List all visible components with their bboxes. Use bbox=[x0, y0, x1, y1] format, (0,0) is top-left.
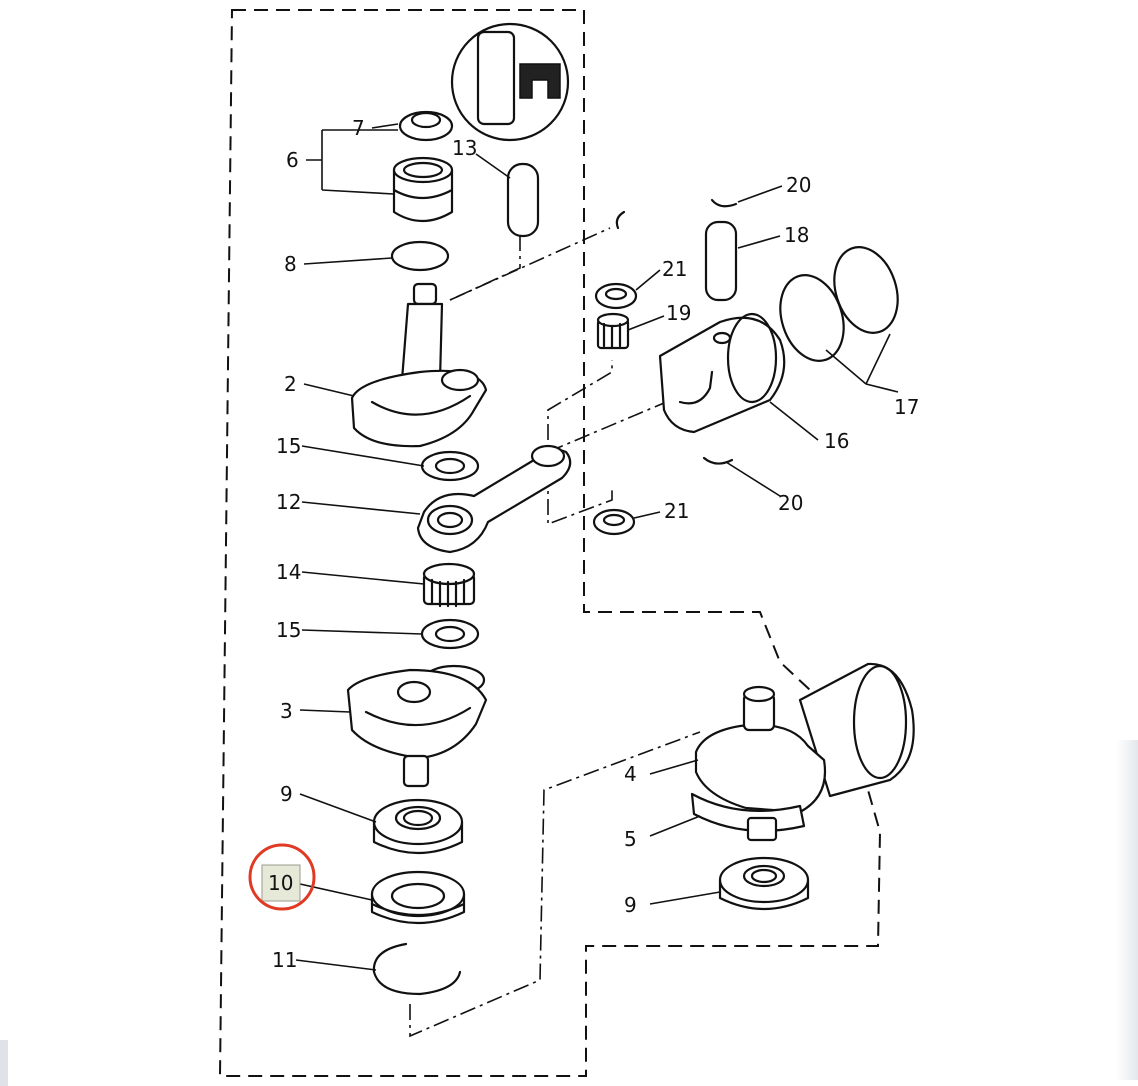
label-15-upper: 15 bbox=[276, 434, 301, 458]
centerline-pin bbox=[449, 235, 521, 301]
part-8-oring bbox=[390, 240, 450, 272]
part-15-washer-upper bbox=[420, 450, 480, 482]
part-3-crank-lower bbox=[346, 664, 488, 788]
label-20-bottom: 20 bbox=[778, 491, 803, 515]
label-3: 3 bbox=[280, 699, 293, 723]
label-8: 8 bbox=[284, 252, 297, 276]
leader-lines bbox=[295, 123, 899, 971]
label-18: 18 bbox=[784, 223, 809, 247]
part-20-circlip-bottom bbox=[702, 456, 734, 465]
label-10: 10 bbox=[268, 871, 293, 895]
part-15-washer-lower bbox=[420, 618, 480, 650]
label-21-bottom: 21 bbox=[664, 499, 689, 523]
label-7: 7 bbox=[352, 116, 365, 140]
part-16-piston bbox=[658, 312, 786, 434]
assembled-crank-4-5 bbox=[690, 662, 915, 842]
label-9-left: 9 bbox=[280, 782, 293, 806]
label-12: 12 bbox=[276, 490, 301, 514]
part-9-bearing-right bbox=[718, 856, 810, 911]
highlighted-part-10[interactable]: 10 bbox=[248, 843, 316, 911]
part-7-seal bbox=[398, 110, 454, 142]
part-11-circlip bbox=[372, 942, 462, 996]
part-12-conrod bbox=[416, 444, 572, 554]
part-labels: 7 6 13 8 2 15 12 14 15 3 9 11 21 19 21 2… bbox=[272, 116, 919, 972]
label-15-lower: 15 bbox=[276, 618, 301, 642]
part-21-washer-top bbox=[594, 282, 638, 310]
label-19: 19 bbox=[666, 301, 691, 325]
highlight-circle bbox=[248, 843, 316, 911]
left-edge-shadow bbox=[0, 1040, 8, 1086]
label-4: 4 bbox=[624, 762, 637, 786]
label-20-top: 20 bbox=[786, 173, 811, 197]
label-14: 14 bbox=[276, 560, 301, 584]
small-clip bbox=[615, 210, 626, 230]
right-edge-shadow bbox=[1116, 740, 1138, 1080]
part-9-bearing-left bbox=[372, 798, 464, 855]
assembly-boundary bbox=[218, 9, 882, 1077]
part-14-needle-bearing bbox=[422, 562, 476, 608]
label-16: 16 bbox=[824, 429, 849, 453]
label-13: 13 bbox=[452, 136, 477, 160]
part-18-piston-pin bbox=[704, 220, 738, 302]
label-2: 2 bbox=[284, 372, 297, 396]
label-21-top: 21 bbox=[662, 257, 687, 281]
label-5: 5 bbox=[624, 827, 637, 851]
part-13-pin bbox=[506, 162, 540, 238]
part-10-seal bbox=[370, 870, 466, 925]
part-6-bushing bbox=[392, 156, 454, 222]
highlight-box bbox=[261, 864, 301, 902]
label-9-right: 9 bbox=[624, 893, 637, 917]
centerline-lower bbox=[409, 731, 701, 1038]
label-6: 6 bbox=[286, 148, 299, 172]
part-19-small-needle-bearing bbox=[596, 312, 630, 350]
part-20-circlip-top bbox=[710, 198, 738, 208]
label-17: 17 bbox=[894, 395, 919, 419]
centerline-crank-upper bbox=[449, 227, 611, 301]
part-17-piston-rings bbox=[779, 246, 899, 362]
label-11: 11 bbox=[272, 948, 297, 972]
centerline-bearing-up bbox=[547, 360, 613, 440]
part-21-washer-bottom bbox=[592, 508, 636, 536]
part-2-crank-upper bbox=[350, 282, 488, 448]
detail-magnifier bbox=[450, 22, 570, 142]
centerline-bearing-down bbox=[547, 470, 613, 526]
